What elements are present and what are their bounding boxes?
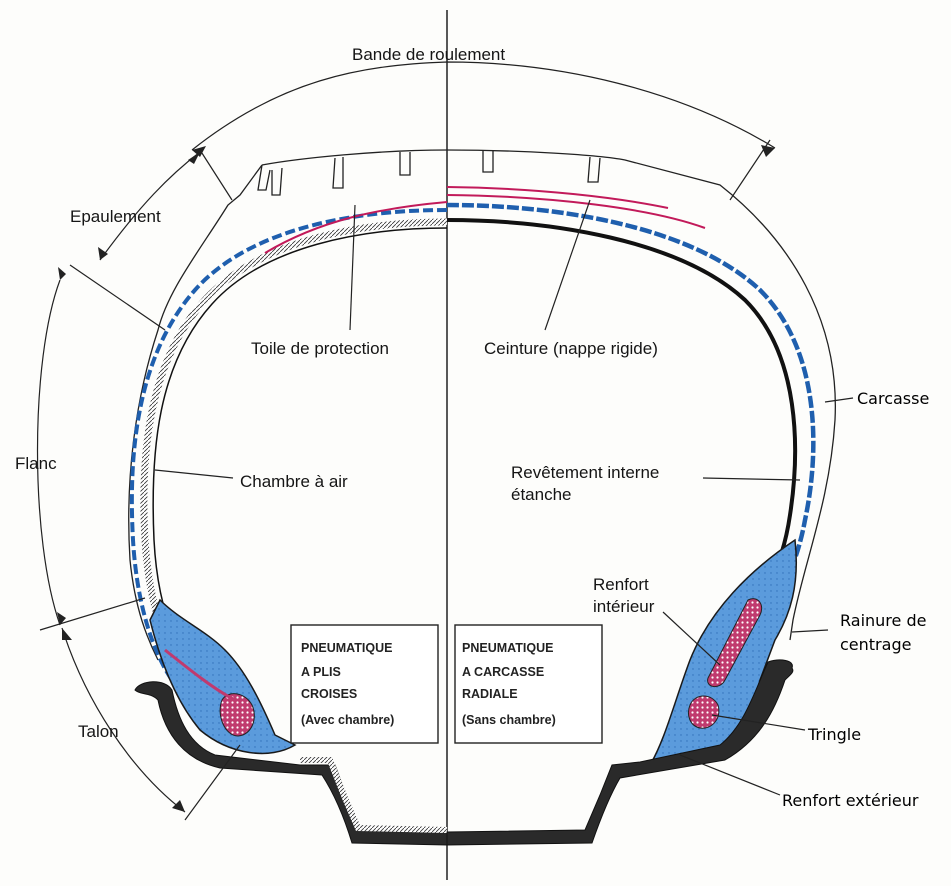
- box-right-line4: (Sans chambre): [462, 713, 556, 727]
- label-carcasse: Carcasse: [857, 389, 929, 408]
- label-revetement-1: Revêtement interne: [511, 463, 659, 482]
- label-renfort-exterieur: Renfort extérieur: [782, 791, 919, 810]
- box-left-line4: (Avec chambre): [301, 713, 394, 727]
- box-right-line2: A CARCASSE: [462, 665, 544, 679]
- box-left-line2: A PLIS: [301, 665, 341, 679]
- box-left-line1: PNEUMATIQUE: [301, 641, 392, 655]
- label-talon: Talon: [78, 722, 119, 741]
- label-flanc: Flanc: [15, 454, 57, 473]
- label-renfort-interieur-1: Renfort: [593, 575, 649, 594]
- label-renfort-interieur-2: intérieur: [593, 597, 655, 616]
- label-epaulement: Epaulement: [70, 207, 161, 226]
- box-radial: PNEUMATIQUE A CARCASSE RADIALE (Sans cha…: [455, 625, 602, 743]
- label-tringle: Tringle: [807, 725, 861, 744]
- label-ceinture: Ceinture (nappe rigide): [484, 339, 658, 358]
- left-inner-line: [153, 228, 447, 693]
- label-toile-de-protection: Toile de protection: [251, 339, 389, 358]
- tread-grooves: [258, 150, 600, 195]
- tire-outer-profile: [129, 150, 836, 660]
- label-revetement-2: étanche: [511, 485, 572, 504]
- box-right-line3: RADIALE: [462, 687, 518, 701]
- box-left-line3: CROISES: [301, 687, 357, 701]
- box-right-line1: PNEUMATIQUE: [462, 641, 553, 655]
- label-chambre-a-air: Chambre à air: [240, 472, 348, 491]
- label-rainure-1: Rainure de: [840, 611, 926, 630]
- label-bande-de-roulement: Bande de roulement: [352, 45, 505, 64]
- box-bias-ply: PNEUMATIQUE A PLIS CROISES (Avec chambre…: [291, 625, 438, 743]
- right-bead-wire: [688, 696, 718, 728]
- label-rainure-2: centrage: [840, 635, 911, 654]
